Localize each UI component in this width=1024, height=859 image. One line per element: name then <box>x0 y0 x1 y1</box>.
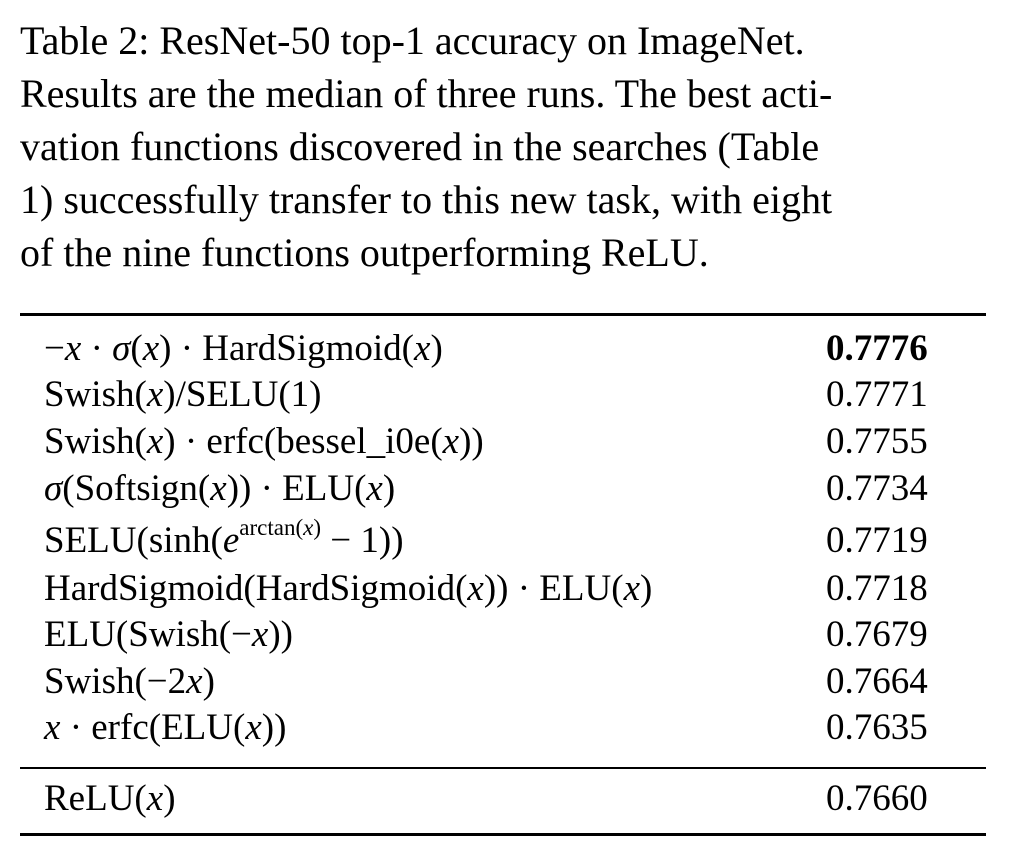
accuracy-cell-best: 0.7776 <box>826 328 928 369</box>
accuracy-cell: 0.7718 <box>826 568 928 609</box>
activation-function-cell: Swish(x)/SELU(1) <box>44 374 322 415</box>
accuracy-cell: 0.7719 <box>826 520 928 561</box>
accuracy-cell: 0.7734 <box>826 468 928 509</box>
activation-function-cell: Swish(x) · erfc(bessel_i0e(x)) <box>44 421 484 462</box>
activation-function-cell: Swish(−2x) <box>44 661 215 702</box>
caption-line: vation functions discovered in the searc… <box>20 124 820 169</box>
table-row: HardSigmoid(HardSigmoid(x)) · ELU(x) 0.7… <box>0 566 1024 612</box>
activation-function-cell: ReLU(x) <box>44 778 176 819</box>
table-row: Swish(x)/SELU(1) 0.7771 <box>0 372 1024 418</box>
caption-line: Table 2: ResNet-50 top-1 accuracy on Ima… <box>20 18 805 63</box>
activation-function-cell: σ(Softsign(x)) · ELU(x) <box>44 468 396 509</box>
table-row: x · erfc(ELU(x)) 0.7635 <box>0 705 1024 751</box>
activation-function-cell: HardSigmoid(HardSigmoid(x)) · ELU(x) <box>44 568 653 609</box>
exponent: arctan(x) <box>239 514 321 540</box>
accuracy-cell: 0.7660 <box>826 778 928 819</box>
table-row: ELU(Swish(−x)) 0.7679 <box>0 612 1024 658</box>
table-row: Swish(−2x) 0.7664 <box>0 659 1024 705</box>
activation-function-cell: x · erfc(ELU(x)) <box>44 707 287 748</box>
accuracy-cell: 0.7664 <box>826 661 928 702</box>
activation-function-cell: SELU(sinh(earctan(x) − 1)) <box>44 514 404 561</box>
table-row: σ(Softsign(x)) · ELU(x) 0.7734 <box>0 466 1024 512</box>
table-top-rule <box>20 313 986 316</box>
table-row: Swish(x) · erfc(bessel_i0e(x)) 0.7755 <box>0 419 1024 465</box>
accuracy-cell: 0.7755 <box>826 421 928 462</box>
table-row: −x · σ(x) · HardSigmoid(x) 0.7776 <box>0 326 1024 372</box>
table-mid-rule <box>20 767 986 769</box>
activation-function-cell: ELU(Swish(−x)) <box>44 614 294 655</box>
table-caption: Table 2: ResNet-50 top-1 accuracy on Ima… <box>20 14 1006 279</box>
caption-line: 1) successfully transfer to this new tas… <box>20 177 833 222</box>
table-bottom-rule <box>20 833 986 836</box>
table-row-baseline: ReLU(x) 0.7660 <box>0 776 1024 822</box>
caption-line: Results are the median of three runs. Th… <box>20 71 833 116</box>
activation-function-cell: −x · σ(x) · HardSigmoid(x) <box>44 328 443 369</box>
accuracy-cell: 0.7679 <box>826 614 928 655</box>
accuracy-cell: 0.7635 <box>826 707 928 748</box>
caption-line: of the nine functions outperforming ReLU… <box>20 230 709 275</box>
table-row: SELU(sinh(earctan(x) − 1)) 0.7719 <box>0 514 1024 564</box>
accuracy-cell: 0.7771 <box>826 374 928 415</box>
